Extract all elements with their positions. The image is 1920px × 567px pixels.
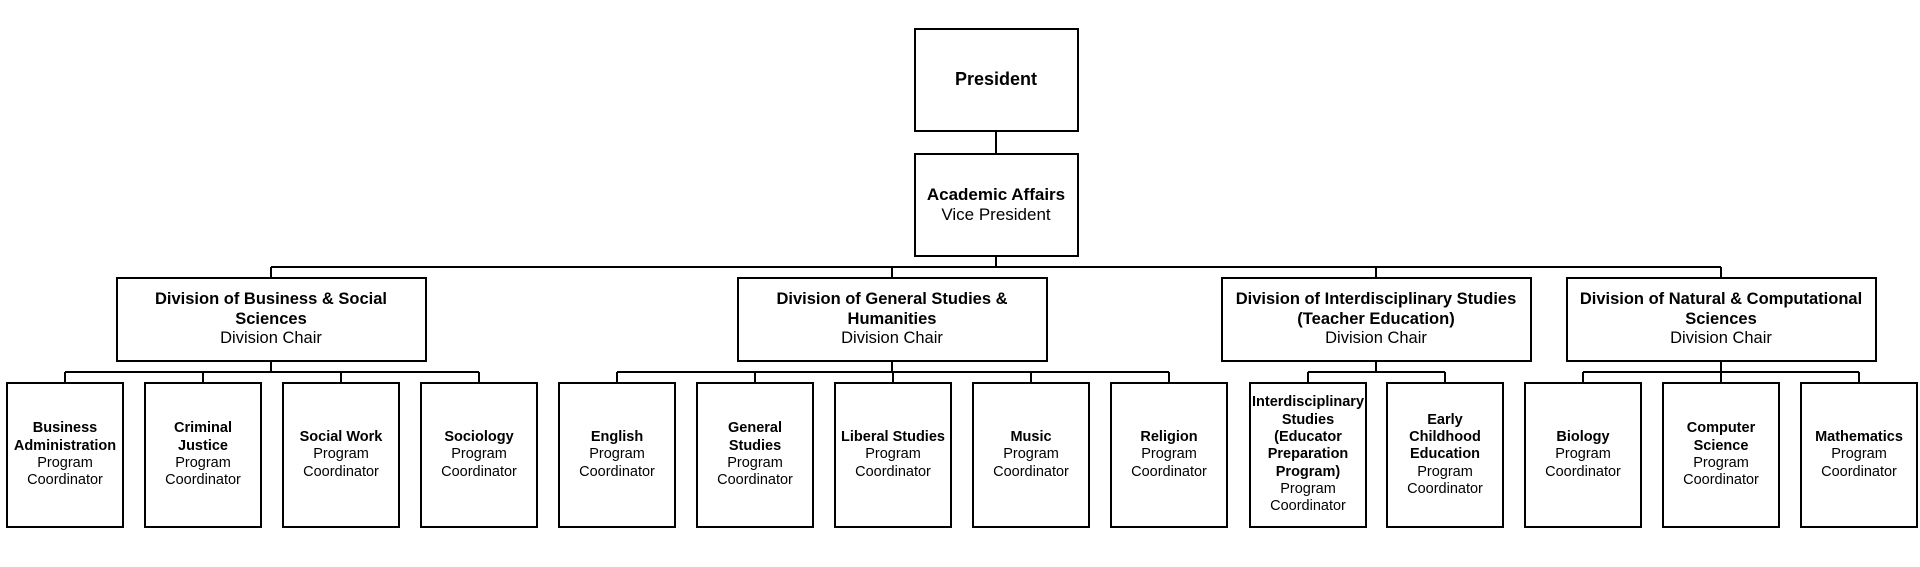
node-title: Division of Interdisciplinary Studies (T… (1235, 289, 1517, 328)
node-role: Program Coordinator (855, 446, 931, 480)
node-interdisciplinary-studies-educator-preparation-program: Interdisciplinary Studies (Educator Prep… (1249, 382, 1367, 528)
node-role: Program Coordinator (303, 446, 379, 480)
node-title: Early Childhood Education (1409, 411, 1481, 463)
node-title: President (954, 69, 1038, 90)
node-role: Program Coordinator (717, 455, 793, 489)
node-role: Program Coordinator (1131, 446, 1207, 480)
node-title: Criminal Justice (173, 420, 232, 454)
node-title: Academic Affairs (926, 184, 1066, 204)
node-division-of-interdisciplinary-studies-teacher-education: Division of Interdisciplinary Studies (T… (1220, 277, 1532, 362)
node-title: Interdisciplinary Studies (Educator Prep… (1252, 394, 1365, 480)
node-role: Program Coordinator (1821, 446, 1897, 480)
node-title: Division of Natural & Computational Scie… (1579, 289, 1863, 328)
node-role: Vice President (941, 205, 1051, 224)
node-title: Social Work (299, 428, 383, 445)
node-title: General Studies (728, 420, 782, 454)
node-role: Program Coordinator (27, 455, 103, 489)
node-president: President (913, 28, 1079, 132)
node-title: Liberal Studies (841, 428, 945, 445)
node-role: Program Coordinator (1270, 481, 1346, 515)
node-role: Program Coordinator (1407, 463, 1483, 498)
node-role: Division Chair (220, 329, 322, 348)
node-title: Division of General Studies & Humanities (776, 289, 1008, 328)
node-title: Music (1010, 428, 1052, 445)
node-role: Division Chair (1670, 329, 1772, 348)
node-division-of-natural-and-computational-sciences: Division of Natural & Computational Scie… (1565, 277, 1877, 362)
node-role: Division Chair (841, 329, 943, 348)
node-title: Biology (1556, 428, 1610, 445)
node-role: Division Chair (1325, 329, 1427, 348)
node-role: Program Coordinator (579, 446, 655, 480)
node-role: Program Coordinator (1545, 446, 1621, 480)
node-role: Program Coordinator (165, 455, 241, 489)
node-role: Program Coordinator (1683, 455, 1759, 489)
node-title: Mathematics (1815, 428, 1903, 445)
node-role: Program Coordinator (441, 446, 517, 480)
node-title: Computer Science (1686, 420, 1756, 454)
node-title: Business Administration (13, 420, 117, 454)
node-title: Religion (1140, 428, 1198, 445)
node-title: Division of Business & Social Sciences (155, 289, 387, 328)
node-title: English (590, 428, 644, 445)
node-role: Program Coordinator (993, 446, 1069, 480)
node-title: Sociology (444, 428, 514, 445)
node-division-of-general-studies-and-humanities: Division of General Studies & Humanities… (736, 277, 1048, 362)
